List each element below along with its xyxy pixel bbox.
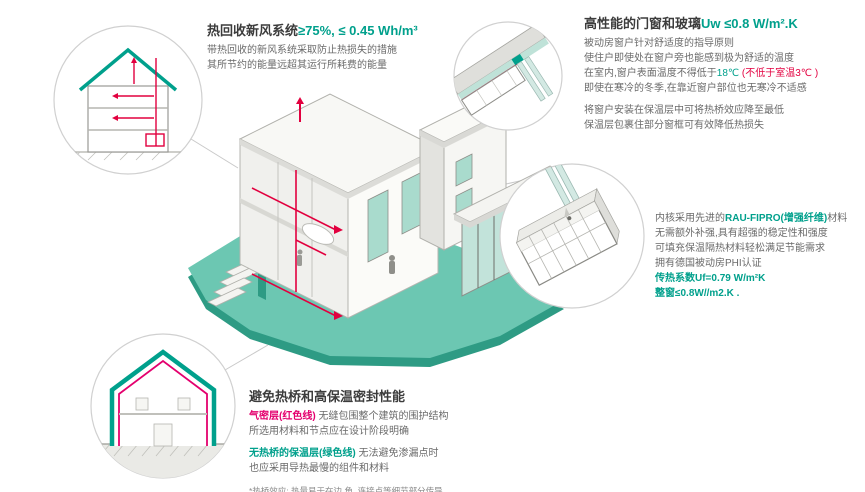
tower-window <box>455 153 473 187</box>
thermal-airtight-line-2: 所选用材料和节点应在设计阶段明确 <box>249 426 409 437</box>
heat-recovery-pipes <box>118 58 165 147</box>
window-line-3: 在室内,窗户表面温度不得低于18℃ (不低于室温3℃ ) <box>584 68 819 79</box>
ventilation-body: 带热回收的新风系统采取防止热损失的措施 其所节约的能量远超其运行所耗费的能量 <box>207 43 418 73</box>
insulation-green-line <box>109 349 217 446</box>
ventilation-title-value: ≥75%, ≤ 0.45 Wh/m³ <box>298 23 418 38</box>
thermal-insulation-line: 无热桥的保温层(绿色线) 无法避免渗漏点时 <box>249 448 439 459</box>
ventilation-duct-lines <box>251 102 337 317</box>
callout-circle-thermal-envelope <box>90 333 236 479</box>
profile-line-2: 无需额外补强,具有超强的稳定性和强度 <box>655 228 828 239</box>
main-house-block <box>238 93 440 320</box>
callout-circle-window-install <box>453 21 563 131</box>
profile-callout-text: 内核采用先进的RAU-FIPRO(增强纤维)材料 无需额外补强,具有超强的稳定性… <box>655 211 847 301</box>
duct-arrowheads <box>296 97 343 320</box>
profile-uw-value: 整窗≤0.8W//m2.K . <box>655 288 740 299</box>
window-line-6: 保温层包裹住部分窗框可有效降低热损失 <box>584 120 764 131</box>
thermal-insulation-line-2: 也应采用导热最慢的组件和材料 <box>249 463 389 474</box>
insulated-roof-line <box>78 47 178 92</box>
window-title: 高性能的门窗和玻璃Uw ≤0.8 W/m².K <box>584 13 818 32</box>
airtight-red-line <box>118 359 208 446</box>
callout-circle-ventilation <box>53 25 203 175</box>
thermal-footnote: *热桥效应: 热量易于在边,角, 连接点等细节部分传导 <box>249 486 443 492</box>
window-line-2: 使住户即使处在窗户旁也能感到极为舒适的温度 <box>584 53 794 64</box>
facade-door <box>367 189 389 263</box>
window-line-5: 将窗户安装在保温层中可将热桥效应降至最低 <box>584 105 784 116</box>
window-callout-text: 高性能的门窗和玻璃Uw ≤0.8 W/m².K 被动房窗户针对舒适度的指导原则 … <box>584 13 818 133</box>
profile-line-1: 内核采用先进的RAU-FIPRO(增强纤维)材料 <box>655 213 848 224</box>
profile-line-4: 拥有德国被动房PHI认证 <box>655 258 762 269</box>
person-figures <box>297 249 395 274</box>
bathtub <box>301 223 335 245</box>
window-line-1: 被动房窗户针对舒适度的指导原则 <box>584 38 734 49</box>
ventilation-title: 热回收新风系统≥75%, ≤ 0.45 Wh/m³ <box>207 20 418 39</box>
thermal-airtight-line: 气密层(红色线) 无缝包围整个建筑的围护结构 <box>249 411 449 422</box>
window-body-p1: 被动房窗户针对舒适度的指导原则 使住户即使处在窗户旁也能感到极为舒适的温度 在室… <box>584 36 818 133</box>
thermal-title: 避免热桥和高保温密封性能 <box>249 389 406 404</box>
window-title-label: 高性能的门窗和玻璃 <box>584 16 702 31</box>
profile-body: 内核采用先进的RAU-FIPRO(增强纤维)材料 无需额外补强,具有超强的稳定性… <box>655 211 847 301</box>
callout-circle-window-profile <box>499 163 645 309</box>
window-line-4: 即使在寒冷的冬季,在靠近窗户部位也无寒冷不适感 <box>584 83 807 94</box>
thermal-callout-text: 避免热桥和高保温密封性能 气密层(红色线) 无缝包围整个建筑的围护结构 所选用材… <box>249 386 448 492</box>
profile-uf-value: 传热系数Uf=0.79 W/m²K <box>655 273 766 284</box>
interior-section <box>240 162 348 297</box>
ventilation-callout-text: 热回收新风系统≥75%, ≤ 0.45 Wh/m³ 带热回收的新风系统采取防止热… <box>207 20 418 73</box>
ventilation-title-label: 热回收新风系统 <box>207 23 299 38</box>
window-title-value: Uw ≤0.8 W/m².K <box>701 16 798 31</box>
ventilation-line-1: 带热回收的新风系统采取防止热损失的措施 <box>207 45 397 56</box>
thermal-body: 气密层(红色线) 无缝包围整个建筑的围护结构 所选用材料和节点应在设计阶段明确 … <box>249 409 448 492</box>
ventilation-line-2: 其所节约的能量远超其运行所耗费的能量 <box>207 60 387 71</box>
profile-line-3: 可填充保温隔热材料轻松满足节能需求 <box>655 243 825 254</box>
